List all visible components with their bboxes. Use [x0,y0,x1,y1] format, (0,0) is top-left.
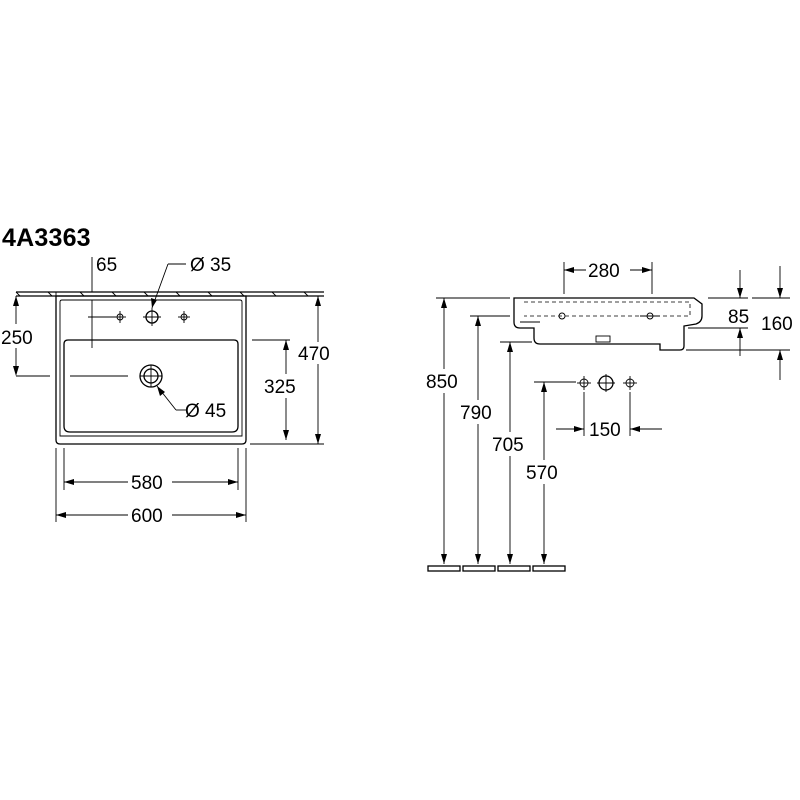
tap-detail-left [577,376,591,390]
label-tap-hole: Ø 35 [190,255,231,276]
label-280: 280 [588,261,620,282]
basin-outline [55,295,247,445]
top-view: 65 Ø 35 Ø 45 [0,255,336,527]
dim-height-total: 850 [424,297,510,564]
dim-overall-width: 600 [55,448,247,527]
label-580: 580 [131,473,163,494]
dim-side-bowl: 280 [563,259,653,294]
tap-hole [143,308,161,326]
side-view: 280 85 160 [424,259,793,572]
label-160: 160 [761,314,793,335]
tap-detail-center [597,374,615,392]
label-325: 325 [264,377,296,398]
label-65: 65 [96,255,117,276]
floor [427,565,566,572]
dim-side-total: 160 [686,266,793,380]
dim-tap-hole: Ø 35 [151,255,231,309]
dim-height-waste: 705 [490,341,532,564]
label-570: 570 [526,463,558,484]
label-150: 150 [589,420,621,441]
tap-spacing-detail: 150 [556,374,662,441]
dim-height-trap: 570 [524,381,576,564]
tap-detail-right [623,376,637,390]
dim-overall-depth: 470 [246,295,336,445]
label-790: 790 [460,403,492,424]
basin-side-profile [513,297,703,351]
dim-depth-to-waste: 325 [252,339,306,440]
tap-option-right [178,311,190,323]
label-470: 470 [298,344,330,365]
dim-waste-hole: Ø 45 [156,385,226,422]
model-number: 4A3363 [2,224,91,252]
label-250: 250 [1,328,33,349]
dim-depth-to-tap: 250 [0,296,50,377]
label-600: 600 [131,506,163,527]
label-waste-hole: Ø 45 [185,401,226,422]
bowl-outline [63,339,239,433]
label-705: 705 [492,435,524,456]
label-85: 85 [728,307,749,328]
label-850: 850 [426,372,458,393]
dim-inner-width: 580 [63,448,239,494]
dim-height-rim: 790 [458,315,510,564]
dim-tap-offset: 65 [55,255,117,296]
waste-hole [139,364,163,388]
dim-side-rim: 85 [688,270,749,356]
